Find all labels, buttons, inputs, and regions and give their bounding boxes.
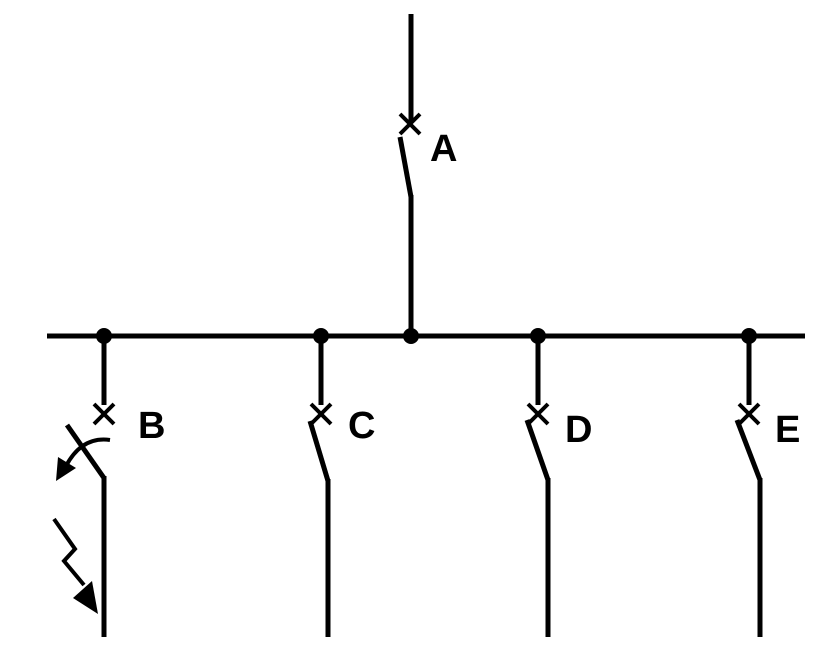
breaker-a-cross-icon <box>398 112 422 136</box>
breaker-c-blade <box>307 420 331 482</box>
breaker-b-label: B <box>138 405 165 447</box>
breaker-e-cross-icon <box>737 402 761 426</box>
breaker-a-label: A <box>430 128 457 170</box>
outgoing-feeder-c: C <box>307 328 375 637</box>
breaker-b-cross-icon <box>92 402 116 426</box>
breaker-b-blade-open <box>64 423 107 480</box>
breaker-c-label: C <box>348 405 375 447</box>
curved-arrow-icon <box>56 437 111 481</box>
outgoing-feeder-d: D <box>524 328 592 637</box>
breaker-a-blade <box>397 136 414 198</box>
breaker-d-label: D <box>565 409 592 451</box>
breaker-d-blade <box>524 419 551 481</box>
breaker-d-cross-icon <box>526 402 550 426</box>
breaker-c-cross-icon <box>309 402 333 426</box>
lightning-bolt-icon <box>52 517 98 614</box>
outgoing-feeder-e: E <box>734 328 800 637</box>
junction-node-a <box>403 328 419 344</box>
outgoing-feeder-b: B <box>52 328 165 637</box>
breaker-e-blade <box>734 419 763 481</box>
breaker-e-label: E <box>775 409 800 451</box>
incoming-feeder-a: A <box>397 14 457 344</box>
